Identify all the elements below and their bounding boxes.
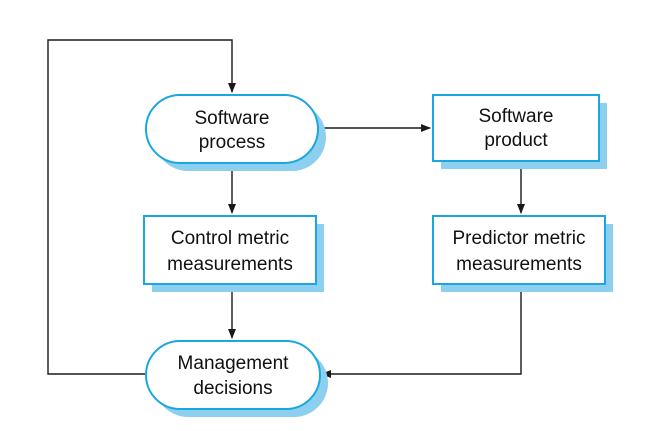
node-label-line2: product	[484, 130, 548, 151]
node-box	[143, 215, 317, 285]
node-predictor-metric-measurements: Predictor metric measurements	[432, 215, 613, 292]
node-label-line2: measurements	[167, 254, 293, 275]
connectors	[47, 39, 525, 378]
node-label-line2: process	[199, 132, 266, 153]
node-label-line2: decisions	[193, 378, 272, 399]
node-box	[145, 94, 319, 164]
node-software-process: Software process	[145, 94, 326, 171]
node-management-decisions: Management decisions	[145, 340, 328, 417]
node-label-line1: Predictor metric	[452, 228, 585, 249]
node-box	[432, 215, 606, 285]
node-label-line1: Software	[479, 106, 554, 127]
node-box	[145, 340, 321, 410]
node-label-line1: Management	[178, 353, 290, 374]
predictor-to-management-arrow	[321, 284, 522, 378]
feedback-loop-arrow	[47, 39, 236, 375]
node-label-line2: measurements	[456, 254, 582, 275]
node-software-product: Software product	[432, 94, 607, 169]
node-label-line1: Control metric	[171, 228, 289, 249]
node-control-metric-measurements: Control metric measurements	[143, 215, 324, 292]
node-box	[432, 94, 600, 162]
node-label-line1: Software	[195, 108, 270, 129]
